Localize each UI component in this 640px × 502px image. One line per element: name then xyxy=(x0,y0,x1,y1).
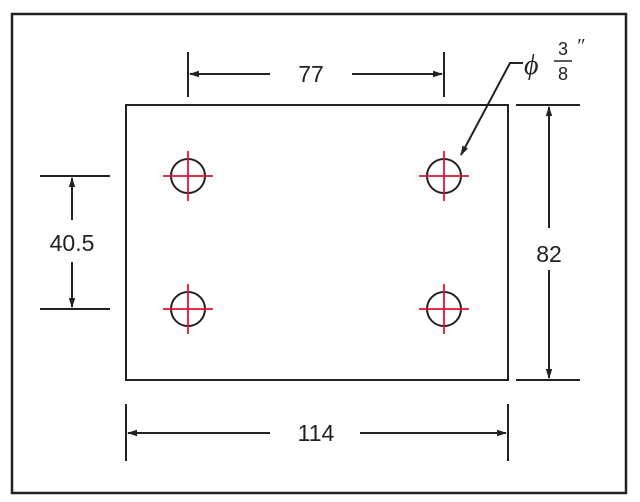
plate-outline xyxy=(125,104,509,381)
leader-line xyxy=(460,62,523,156)
hole-bottom-right xyxy=(419,284,469,334)
inch-mark: ″ xyxy=(576,35,585,57)
dimension-hole-spacing-vertical xyxy=(40,175,110,310)
diameter-symbol: ϕ xyxy=(524,50,539,81)
hole-bottom-left xyxy=(163,284,213,334)
dimension-plate-height xyxy=(516,104,580,381)
dimension-label-40-5: 40.5 xyxy=(50,230,95,256)
fraction-denominator: 8 xyxy=(558,64,568,84)
drawing-frame xyxy=(10,12,628,495)
hole-diameter-callout: ϕ 3 8 ″ xyxy=(460,35,585,156)
hole-top-left xyxy=(163,151,213,201)
fraction-numerator: 3 xyxy=(558,39,568,59)
dimension-label-82: 82 xyxy=(536,241,562,267)
dimension-plate-width xyxy=(125,404,509,461)
dimension-label-114: 114 xyxy=(298,420,335,446)
dimension-hole-spacing-horizontal xyxy=(187,52,445,97)
hole-top-right xyxy=(419,151,469,201)
dimension-label-77: 77 xyxy=(298,61,324,87)
